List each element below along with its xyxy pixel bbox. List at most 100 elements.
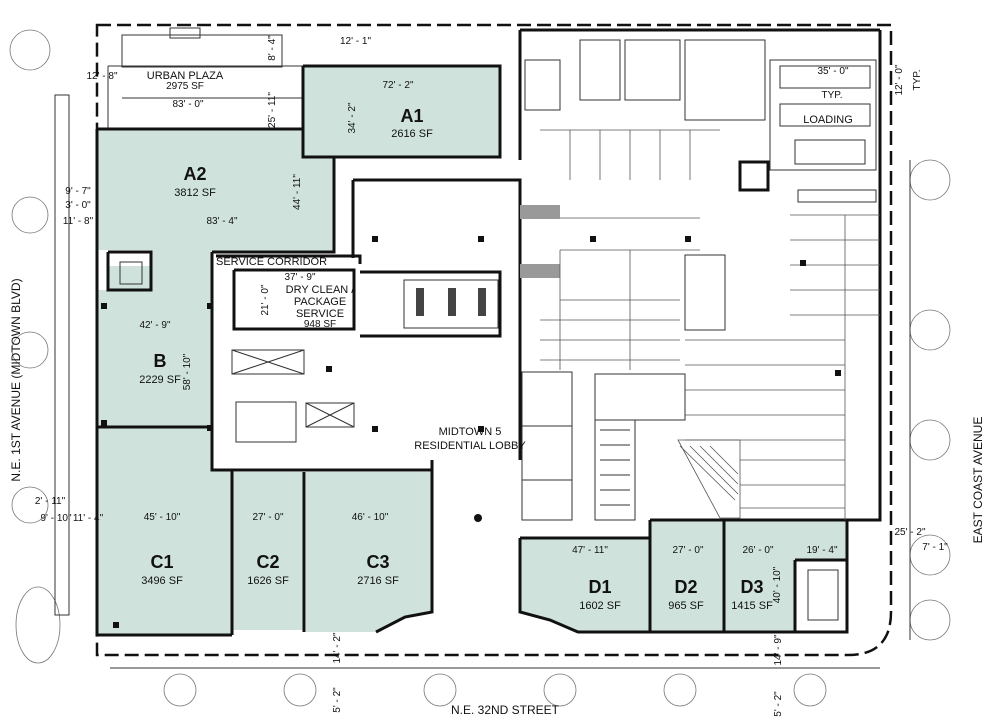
unit-b-name: B — [154, 351, 167, 371]
lobby-label-line2: RESIDENTIAL LOBBY — [414, 440, 526, 452]
street-south: N.E. 32ND STREET — [451, 703, 560, 717]
loading-label: LOADING — [803, 114, 853, 126]
unit-a1-name: A1 — [400, 106, 423, 126]
unit-a2-dim-depth: 44' - 11" — [292, 174, 303, 210]
unit-a2-name: A2 — [183, 164, 206, 184]
unit-a1-dim-depth: 34' - 2" — [347, 102, 358, 133]
unit-a1-dim-12-1: 12' - 1" — [340, 36, 371, 47]
unit-c3: C3 2716 SF 46' - 10" — [352, 512, 399, 587]
unit-d2-area[interactable] — [651, 520, 724, 632]
unit-d2-area-label: 965 SF — [668, 600, 704, 612]
bottom-dim-5-2-right: 5' - 2" — [773, 691, 784, 717]
unit-a1-area[interactable] — [303, 66, 500, 157]
left-dim-3-0: 3' - 0" — [65, 200, 91, 211]
dry-clean-line1: DRY CLEAN / — [286, 284, 356, 296]
unit-c1-name: C1 — [150, 552, 173, 572]
unit-a2-area[interactable] — [97, 129, 334, 266]
urban-plaza: URBAN PLAZA 2975 SF 12' - 8" 83' - 0" — [86, 70, 223, 110]
property-line — [95, 23, 893, 657]
plaza-lines — [107, 27, 303, 129]
unit-d1-name: D1 — [588, 577, 611, 597]
left-dim-11-4: 11' - 4" — [73, 513, 104, 524]
unit-a1-dim-25-11: 25' - 11" — [267, 92, 278, 128]
bottom-dimensions: 14' - 2" 5' - 2" 14' - 9" 5' - 2" — [332, 632, 784, 717]
unit-a1-dim-width: 72' - 2" — [382, 80, 413, 91]
loading-dim-12-0: 12' - 0" — [894, 64, 905, 95]
unit-c1-area-label: 3496 SF — [141, 575, 183, 587]
unit-c2-name: C2 — [256, 552, 279, 572]
loading-dim-35-0: 35' - 0" — [817, 66, 848, 77]
street-west: N.E. 1ST AVENUE (MIDTOWN BLVD) — [9, 278, 23, 481]
unit-c3-area[interactable] — [306, 472, 432, 632]
bottom-dim-5-2-left: 5' - 2" — [332, 687, 343, 713]
left-dim-2-11: 2' - 11" — [35, 496, 66, 507]
dry-clean-dim-depth: 21' - 0" — [260, 284, 271, 315]
dry-clean-area: 948 SF — [304, 319, 336, 330]
core-elements — [119, 39, 877, 621]
unit-d3-dim-19-4: 19' - 4" — [806, 545, 837, 556]
unit-c1-dim-width: 45' - 10" — [144, 512, 181, 523]
urban-plaza-name: URBAN PLAZA — [147, 70, 224, 82]
unit-d1: D1 1602 SF 47' - 11" — [572, 545, 621, 612]
unit-c3-name: C3 — [366, 552, 389, 572]
service-corridor-label: SERVICE CORRIDOR — [216, 256, 327, 268]
unit-a1-dim-8-4: 8' - 4" — [267, 35, 278, 61]
unit-c2-dim-width: 27' - 0" — [252, 512, 283, 523]
right-dim-7-1: 7' - 1" — [922, 542, 948, 553]
left-dim-9-7: 9' - 7" — [65, 186, 91, 197]
unit-d3-dim-depth: 40' - 10" — [772, 566, 783, 603]
street-trees — [9, 29, 951, 707]
walls — [95, 28, 882, 637]
bottom-dim-14-2: 14' - 2" — [332, 632, 343, 663]
lobby-label-line1: MIDTOWN 5 — [439, 426, 502, 438]
unit-d2-dim-width: 27' - 0" — [672, 545, 703, 556]
street-east: EAST COAST AVENUE — [971, 417, 985, 544]
retail-fills — [97, 66, 847, 635]
bottom-dim-14-9: 14' - 9" — [773, 634, 784, 665]
right-dim-25-2: 25' - 2" — [894, 527, 925, 538]
urban-plaza-area: 2975 SF — [166, 81, 204, 92]
unit-d3: D3 1415 SF 26' - 0" 19' - 4" 40' - 10" — [731, 545, 838, 612]
left-dim-11-8: 11' - 8" — [63, 216, 94, 227]
unit-a1: A1 2616 SF 72' - 2" 34' - 2" 12' - 1" 8'… — [267, 35, 433, 140]
unit-d2: D2 965 SF 27' - 0" — [668, 545, 704, 612]
dry-clean-area[interactable] — [234, 270, 354, 329]
unit-c1-area[interactable] — [97, 427, 232, 635]
dry-clean-package-service: DRY CLEAN / PACKAGE SERVICE 948 SF 37' -… — [260, 272, 355, 330]
unit-c3-dim-width: 46' - 10" — [352, 512, 389, 523]
left-dim-9-10: 9' - 10" — [40, 513, 71, 524]
unit-a2: A2 3812 SF 44' - 11" 83' - 4" — [174, 164, 303, 227]
unit-a2-area-label: 3812 SF — [174, 187, 216, 199]
urban-plaza-dim-12-8: 12' - 8" — [86, 71, 117, 82]
unit-c3-area-label: 2716 SF — [357, 575, 399, 587]
unit-b-area[interactable] — [97, 266, 212, 427]
unit-d1-dim-width: 47' - 11" — [572, 545, 608, 556]
unit-c2-area-label: 1626 SF — [247, 575, 289, 587]
dry-clean-line2: PACKAGE — [294, 296, 346, 308]
unit-d3-name: D3 — [740, 577, 763, 597]
unit-b-area-label: 2229 SF — [139, 374, 181, 386]
unit-d1-area[interactable] — [520, 538, 650, 632]
columns — [101, 236, 841, 628]
unit-a2-dim-width: 83' - 4" — [206, 216, 237, 227]
left-dimensions: 9' - 7" 3' - 0" 11' - 8" 2' - 11" 9' - 1… — [35, 186, 104, 524]
unit-d3-area[interactable] — [725, 520, 847, 632]
unit-d3-area-label: 1415 SF — [731, 600, 773, 612]
unit-d1-area-label: 1602 SF — [579, 600, 621, 612]
unit-b-dim-depth: 58' - 10" — [182, 353, 193, 390]
unit-c2: C2 1626 SF 27' - 0" — [247, 512, 289, 587]
unit-b: B 2229 SF 42' - 9" 58' - 10" — [139, 320, 193, 390]
typ-side-label: TYP. — [912, 70, 923, 91]
loading-typ-label: TYP. — [822, 90, 843, 101]
unit-a1-area-label: 2616 SF — [391, 128, 433, 140]
unit-d2-name: D2 — [674, 577, 697, 597]
dry-clean-dim-width: 37' - 9" — [284, 272, 315, 283]
urban-plaza-dim-83-0: 83' - 0" — [172, 99, 203, 110]
unit-d3-dim-width: 26' - 0" — [742, 545, 773, 556]
dry-clean-line3: SERVICE — [296, 308, 344, 320]
unit-c2-area[interactable] — [233, 472, 304, 630]
unit-b-dim-width: 42' - 9" — [139, 320, 170, 331]
unit-c1: C1 3496 SF 45' - 10" — [141, 512, 183, 587]
parking-layout — [540, 129, 880, 520]
